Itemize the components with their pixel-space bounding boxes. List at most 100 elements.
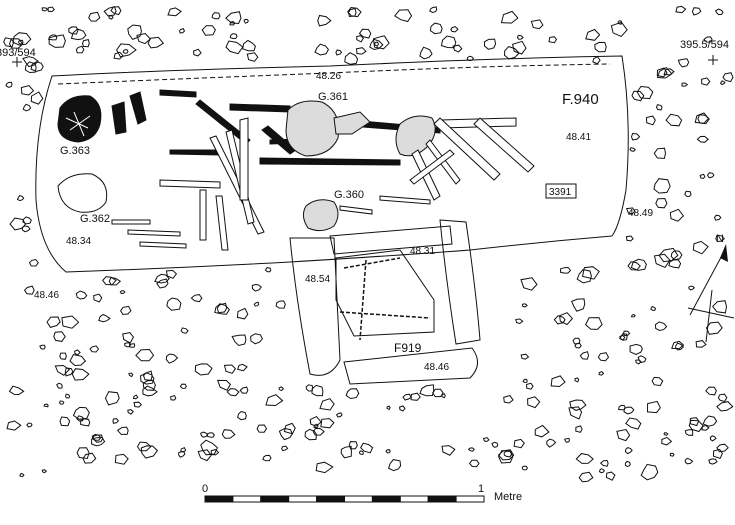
rubble-stone [170, 395, 177, 401]
rubble-stone [598, 468, 605, 474]
rubble-stone [717, 393, 728, 403]
rubble-stone [635, 359, 642, 365]
rubble-stone [419, 46, 433, 60]
rubble-stone [581, 266, 600, 280]
rubble-stone [314, 43, 330, 56]
rubble-stone [631, 90, 645, 102]
rubble-stone [283, 422, 296, 435]
rubble-stone [116, 426, 129, 435]
scale-bar-segment [204, 495, 234, 503]
rubble-stone [719, 80, 726, 86]
rubble-stone [30, 61, 44, 72]
rubble-stone [122, 332, 134, 344]
rubble-stone [43, 403, 49, 408]
rubble-stone [110, 6, 122, 16]
rubble-stone [98, 313, 111, 323]
level-8: 48.46 [424, 362, 449, 373]
level-3: 48.49 [628, 208, 653, 219]
rubble-stone [200, 439, 219, 456]
rubble-stone [223, 364, 237, 374]
rubble-stone [646, 400, 661, 414]
rubble-stone [264, 267, 272, 273]
rubble-stone [491, 441, 499, 448]
rubble-stone [703, 36, 713, 43]
rubble-stone [584, 317, 603, 330]
north-arrow [687, 244, 735, 343]
rubble-stone [619, 333, 628, 341]
rubble-stone [629, 343, 643, 355]
rubble-stone [180, 447, 187, 453]
grave-label-g361: G.361 [318, 91, 348, 103]
rubble-stone [610, 21, 628, 38]
scale-bar-segment [371, 495, 401, 503]
rubble-stone [242, 39, 256, 52]
rubble-stone [712, 300, 728, 314]
rubble-stone [68, 26, 79, 35]
rubble-stone [640, 463, 659, 481]
rubble-stone [305, 384, 314, 392]
rubble-stone [80, 418, 91, 427]
rubble-stone [136, 441, 152, 452]
rubble-stone [399, 405, 406, 412]
slab-north [329, 225, 453, 255]
vertebrae-g361 [333, 111, 371, 135]
rubble-stone [304, 428, 317, 441]
rubble-stone [594, 41, 607, 53]
grave-cut-outline [35, 55, 629, 273]
stone-rubble [3, 5, 734, 483]
rubble-stone [432, 388, 444, 398]
rubble-stone [190, 294, 203, 303]
scale-bar-segment [344, 495, 373, 503]
rubble-stone [691, 7, 702, 16]
rubble-stone [30, 91, 44, 105]
rubble-stone [81, 39, 90, 48]
scale-end: 1 [478, 483, 484, 495]
level-1: 48.26 [316, 71, 341, 82]
rubble-stone [630, 258, 647, 271]
grid-point-right: 395.5/594 [680, 39, 729, 51]
rubble-stone [663, 432, 669, 436]
rubble-stone [278, 427, 293, 441]
rubble-stone [372, 35, 390, 50]
rubble-stone [56, 382, 63, 389]
north-label: N [716, 233, 724, 245]
rubble-stone [154, 273, 170, 284]
rubble-stone [701, 424, 710, 431]
scale-bar-segment [399, 495, 429, 503]
rubble-stone [22, 216, 32, 225]
rubble-stone [466, 55, 475, 62]
rubble-stone [206, 432, 216, 438]
rubble-stone [116, 43, 137, 58]
rubble-stone [108, 277, 122, 286]
rubble-stone [441, 445, 456, 456]
rubble-stone [534, 424, 550, 438]
rubble-stone [132, 394, 139, 400]
rubble-stone [225, 40, 244, 55]
rubble-stone [636, 85, 654, 100]
rubble-stone [522, 378, 528, 383]
skull-g363 [57, 95, 102, 143]
scale-bar-segment [455, 495, 485, 503]
rubble-stone [385, 449, 391, 454]
rubble-stone [136, 32, 152, 45]
rubble-stone [650, 306, 657, 311]
rubble-stone [548, 36, 558, 44]
rubble-stone [716, 443, 729, 453]
rubble-stone [142, 385, 158, 397]
rubble-stone [58, 400, 65, 405]
rubble-stone [450, 26, 459, 33]
rubble-stone [661, 436, 673, 446]
rubble-stone [278, 386, 285, 392]
rubble-stone [140, 445, 159, 459]
rubble-stone [192, 48, 202, 57]
rubble-stone [675, 342, 684, 351]
rubble-stone [688, 285, 696, 291]
rubble-stone [114, 453, 129, 465]
rubble-stone [684, 457, 694, 465]
rubble-stone [21, 225, 31, 233]
rubble-stone [39, 344, 46, 350]
rubble-stone [705, 321, 723, 335]
skull-g361 [285, 100, 340, 157]
rubble-stone [214, 303, 230, 315]
rubble-stone [696, 135, 709, 143]
